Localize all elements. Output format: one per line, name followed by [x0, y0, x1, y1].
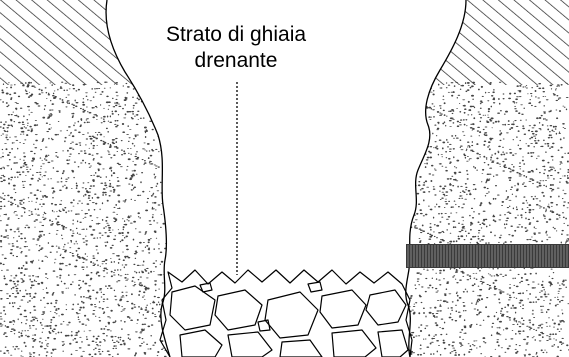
- drain-pipe-body: [406, 244, 569, 268]
- gravel-stone: [366, 290, 406, 325]
- gravel-stone: [200, 283, 212, 292]
- gravel-outline: [160, 270, 412, 357]
- label-line-2: drenante: [150, 48, 322, 74]
- gravel-layer: [160, 270, 412, 357]
- gravel-stone: [320, 290, 366, 328]
- gravel-stone: [215, 290, 262, 330]
- gravel-stone: [280, 340, 322, 357]
- left-speckled-backfill: [0, 81, 176, 357]
- gravel-stone: [332, 330, 376, 357]
- gravel-layer-label: Strato di ghiaia drenante: [150, 22, 322, 74]
- gravel-stone: [258, 320, 270, 331]
- label-line-1: Strato di ghiaia: [150, 22, 322, 48]
- gravel-stone: [228, 332, 272, 357]
- right-speckled-backfill: [399, 82, 569, 357]
- right-hatched-soil: [400, 0, 569, 85]
- gravel-stone: [180, 330, 222, 357]
- right-trench-wall: [399, 0, 569, 357]
- gravel-stone: [170, 286, 215, 330]
- gravel-stone: [378, 330, 408, 357]
- gravel-stone: [265, 292, 318, 338]
- drain-pipe: [406, 244, 569, 268]
- gravel-stone: [308, 282, 322, 292]
